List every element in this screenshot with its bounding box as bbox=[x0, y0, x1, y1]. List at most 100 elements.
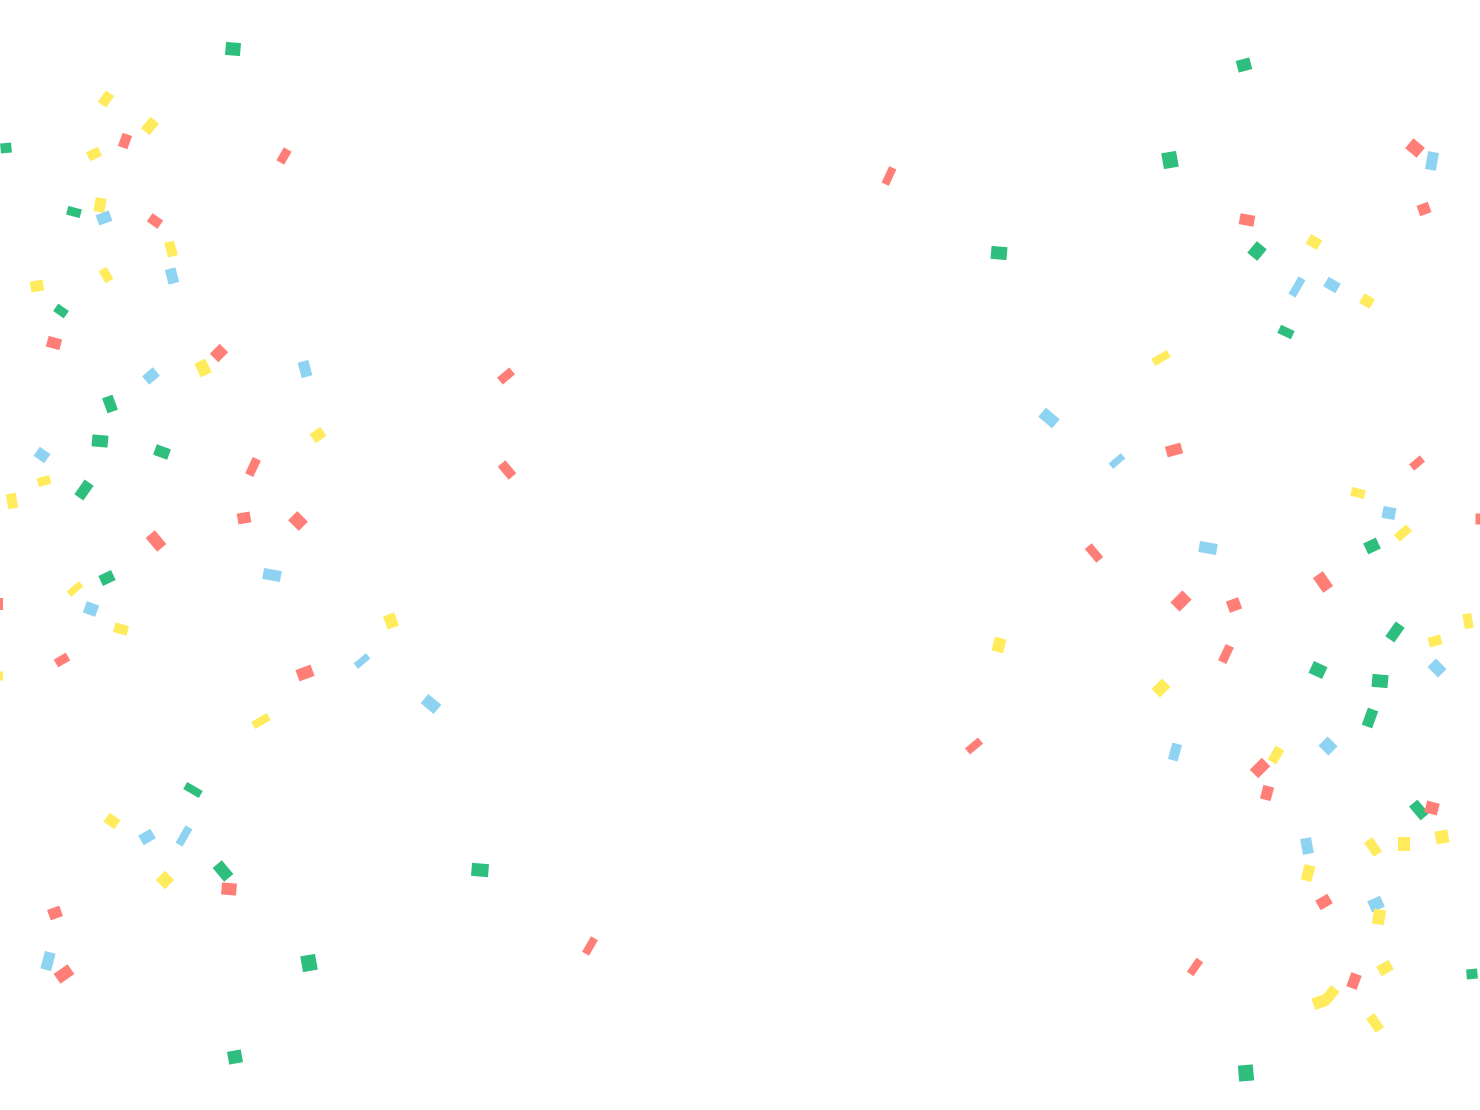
confetti-piece-green bbox=[1161, 150, 1179, 170]
confetti-piece-red bbox=[1238, 213, 1256, 227]
confetti-piece-green bbox=[1277, 324, 1295, 340]
confetti-piece-red bbox=[47, 905, 63, 921]
confetti-piece-red bbox=[1409, 455, 1425, 471]
confetti-piece-yellow bbox=[29, 279, 45, 293]
confetti-piece-red bbox=[236, 511, 252, 525]
confetti-piece-green bbox=[224, 41, 242, 57]
confetti-piece-yellow bbox=[1320, 984, 1340, 1006]
confetti-piece-yellow bbox=[85, 146, 103, 162]
confetti-piece-red bbox=[1164, 442, 1184, 458]
confetti-piece-yellow bbox=[1427, 634, 1443, 648]
confetti-piece-red bbox=[1315, 893, 1333, 911]
confetti-piece-yellow bbox=[382, 612, 400, 630]
confetti-piece-blue bbox=[1300, 837, 1314, 855]
confetti-piece-red bbox=[1218, 643, 1234, 665]
confetti-piece-green bbox=[1247, 241, 1267, 261]
confetti-piece-yellow bbox=[1398, 837, 1410, 851]
confetti-piece-red bbox=[881, 166, 897, 186]
confetti-piece-yellow bbox=[5, 492, 19, 510]
confetti-piece-red bbox=[1312, 571, 1334, 593]
confetti-piece-yellow bbox=[1350, 486, 1366, 500]
confetti-piece-red bbox=[209, 343, 229, 363]
confetti-piece-yellow bbox=[164, 240, 178, 258]
confetti-piece-red bbox=[582, 936, 598, 956]
confetti-piece-red bbox=[221, 882, 237, 896]
confetti-piece-blue bbox=[164, 267, 180, 285]
confetti-piece-yellow bbox=[1371, 908, 1387, 926]
confetti-piece-green bbox=[0, 142, 12, 154]
confetti-piece-red bbox=[1475, 513, 1480, 525]
confetti-piece-yellow bbox=[1300, 863, 1316, 883]
confetti-piece-red bbox=[1084, 543, 1104, 563]
confetti-piece-blue bbox=[1427, 658, 1447, 678]
confetti-piece-blue bbox=[1318, 736, 1338, 756]
confetti-piece-blue bbox=[82, 601, 100, 617]
confetti-piece-yellow bbox=[1434, 829, 1450, 845]
confetti-piece-yellow bbox=[0, 671, 3, 681]
confetti-piece-green bbox=[1361, 707, 1379, 729]
confetti-piece-blue bbox=[95, 210, 113, 226]
confetti-piece-yellow bbox=[1366, 1013, 1384, 1033]
confetti-piece-green bbox=[1235, 57, 1253, 73]
confetti-piece-green bbox=[98, 570, 116, 586]
confetti-piece-blue bbox=[1288, 276, 1306, 298]
confetti-piece-green bbox=[66, 205, 82, 219]
confetti-piece-blue bbox=[1108, 453, 1126, 469]
confetti-piece-blue bbox=[1425, 151, 1439, 171]
confetti-piece-green bbox=[1385, 621, 1405, 643]
confetti-piece-green bbox=[1371, 673, 1389, 689]
confetti-piece-red bbox=[1186, 957, 1204, 977]
confetti-piece-yellow bbox=[251, 713, 271, 729]
confetti-piece-blue bbox=[1167, 742, 1183, 762]
confetti-piece-blue bbox=[40, 950, 56, 972]
confetti-piece-yellow bbox=[155, 870, 175, 890]
confetti-piece-red bbox=[1225, 597, 1243, 613]
confetti-piece-blue bbox=[1198, 541, 1218, 555]
confetti-piece-yellow bbox=[112, 622, 130, 636]
confetti-piece-green bbox=[74, 479, 94, 501]
confetti-piece-red bbox=[1346, 972, 1362, 990]
confetti-piece-blue bbox=[1038, 407, 1060, 429]
confetti-piece-green bbox=[183, 782, 203, 798]
confetti-piece-red bbox=[53, 652, 71, 668]
confetti-piece-yellow bbox=[1267, 745, 1285, 765]
confetti-piece-blue bbox=[1367, 895, 1385, 913]
confetti-piece-red bbox=[1424, 800, 1440, 816]
confetti-piece-yellow bbox=[1393, 524, 1413, 542]
confetti-piece-blue bbox=[1323, 276, 1341, 294]
confetti-piece-yellow bbox=[97, 90, 115, 108]
confetti-piece-yellow bbox=[1151, 678, 1171, 698]
confetti-piece-yellow bbox=[1359, 293, 1375, 309]
confetti-piece-red bbox=[964, 737, 984, 755]
confetti-piece-green bbox=[1308, 660, 1328, 680]
confetti-piece-blue bbox=[142, 367, 160, 385]
confetti-piece-yellow bbox=[1305, 233, 1323, 251]
confetti-piece-red bbox=[1259, 784, 1275, 802]
confetti-piece-yellow bbox=[1462, 612, 1474, 630]
confetti-piece-red bbox=[53, 964, 75, 984]
confetti-piece-green bbox=[1409, 799, 1429, 821]
confetti-piece-red bbox=[276, 147, 292, 165]
confetti-piece-yellow bbox=[1376, 959, 1394, 977]
confetti-piece-yellow bbox=[991, 636, 1007, 654]
confetti-piece-blue bbox=[262, 568, 282, 582]
confetti-piece-red bbox=[288, 511, 308, 531]
confetti-piece-blue bbox=[420, 693, 442, 715]
confetti-piece-red bbox=[1170, 590, 1192, 612]
confetti-piece-red bbox=[146, 213, 164, 229]
confetti-piece-green bbox=[1237, 1064, 1255, 1082]
confetti-piece-red bbox=[117, 132, 133, 150]
confetti-piece-blue bbox=[175, 825, 193, 847]
confetti-piece-green bbox=[153, 444, 171, 460]
confetti-piece-red bbox=[295, 664, 315, 682]
confetti-piece-red bbox=[45, 335, 63, 351]
confetti-piece-blue bbox=[1381, 505, 1397, 521]
confetti-piece-red bbox=[496, 367, 516, 385]
confetti-piece-green bbox=[226, 1049, 244, 1065]
confetti-piece-red bbox=[245, 456, 261, 478]
confetti-piece-green bbox=[91, 434, 109, 448]
confetti-piece-green bbox=[990, 245, 1008, 261]
confetti-piece-yellow bbox=[36, 474, 52, 488]
